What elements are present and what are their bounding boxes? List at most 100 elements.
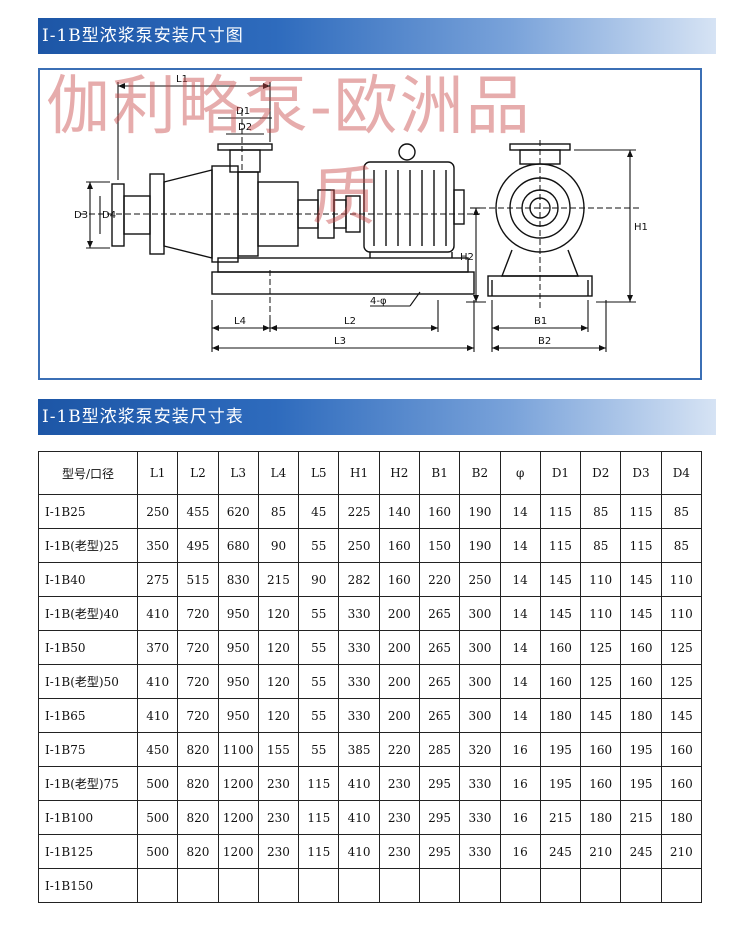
- value-cell: 145: [539, 562, 582, 597]
- value-cell: 110: [580, 596, 622, 631]
- value-cell: 330: [459, 766, 501, 801]
- value-cell: 720: [177, 664, 219, 699]
- model-cell: I-1B(老型)25: [38, 528, 138, 563]
- value-cell: 680: [217, 528, 259, 563]
- value-cell: 720: [177, 698, 219, 733]
- value-cell: 120: [257, 630, 300, 665]
- value-cell: 195: [539, 766, 582, 801]
- value-cell: 115: [539, 528, 582, 563]
- value-cell: 155: [257, 732, 300, 767]
- value-cell: 320: [459, 732, 501, 767]
- value-cell: 120: [257, 596, 300, 631]
- dim-label-b2: B2: [538, 336, 551, 347]
- value-cell: 215: [257, 562, 300, 597]
- value-cell: 45: [298, 494, 340, 529]
- value-cell: 820: [177, 800, 219, 835]
- value-cell: 16: [499, 800, 541, 835]
- value-cell: 215: [620, 800, 662, 835]
- value-cell: [136, 868, 179, 903]
- value-cell: 330: [338, 596, 380, 631]
- value-cell: 150: [418, 528, 461, 563]
- value-cell: 230: [257, 834, 300, 869]
- model-cell: I-1B40: [38, 562, 138, 597]
- value-cell: 200: [378, 630, 420, 665]
- value-cell: [620, 868, 662, 903]
- value-cell: 410: [338, 800, 380, 835]
- dim-label-d2: D2: [238, 122, 252, 133]
- value-cell: 14: [499, 630, 541, 665]
- value-cell: 14: [499, 562, 541, 597]
- value-cell: 265: [418, 698, 461, 733]
- value-cell: 495: [177, 528, 219, 563]
- value-cell: 90: [257, 528, 300, 563]
- value-cell: 300: [459, 664, 501, 699]
- value-cell: 265: [418, 630, 461, 665]
- value-cell: 330: [459, 800, 501, 835]
- value-cell: [257, 868, 300, 903]
- value-cell: 55: [298, 732, 340, 767]
- value-cell: 1200: [217, 834, 259, 869]
- pump-dimension-drawing: L1 D1 D2 D3 D4 H1 H2 L2 L3 L4 B1 B2 4-φ: [74, 74, 648, 352]
- value-cell: 14: [499, 664, 541, 699]
- value-cell: 410: [136, 596, 179, 631]
- value-cell: 230: [378, 834, 420, 869]
- value-cell: 330: [338, 664, 380, 699]
- value-cell: 55: [298, 596, 340, 631]
- model-cell: I-1B(老型)40: [38, 596, 138, 631]
- dim-label-bolt-holes: 4-φ: [370, 296, 387, 307]
- value-cell: 160: [418, 494, 461, 529]
- value-cell: 1200: [217, 766, 259, 801]
- column-header: L2: [177, 451, 219, 495]
- column-header: D4: [660, 451, 703, 495]
- drawing-section-title: I-1B型浓浆泵安装尺寸图: [38, 18, 716, 54]
- model-cell: I-1B25: [38, 494, 138, 529]
- value-cell: 145: [620, 596, 662, 631]
- value-cell: 950: [217, 664, 259, 699]
- value-cell: 14: [499, 494, 541, 529]
- value-cell: 125: [580, 630, 622, 665]
- column-header: D1: [539, 451, 582, 495]
- value-cell: [660, 868, 703, 903]
- value-cell: 195: [539, 732, 582, 767]
- value-cell: 195: [620, 766, 662, 801]
- value-cell: 282: [338, 562, 380, 597]
- dim-label-h1: H1: [634, 222, 648, 233]
- dim-label-l2: L2: [344, 316, 356, 327]
- value-cell: 160: [620, 664, 662, 699]
- value-cell: 230: [257, 766, 300, 801]
- value-cell: [177, 868, 219, 903]
- column-header: H2: [378, 451, 420, 495]
- value-cell: 295: [418, 766, 461, 801]
- model-cell: I-1B100: [38, 800, 138, 835]
- value-cell: 455: [177, 494, 219, 529]
- value-cell: 160: [539, 630, 582, 665]
- value-cell: 195: [620, 732, 662, 767]
- value-cell: 950: [217, 630, 259, 665]
- value-cell: 190: [459, 494, 501, 529]
- value-cell: 215: [539, 800, 582, 835]
- value-cell: 85: [257, 494, 300, 529]
- value-cell: 295: [418, 800, 461, 835]
- value-cell: 55: [298, 664, 340, 699]
- value-cell: 330: [338, 698, 380, 733]
- value-cell: 500: [136, 834, 179, 869]
- value-cell: 145: [580, 698, 622, 733]
- value-cell: 275: [136, 562, 179, 597]
- value-cell: 160: [660, 732, 703, 767]
- value-cell: 55: [298, 630, 340, 665]
- value-cell: 245: [620, 834, 662, 869]
- value-cell: 140: [378, 494, 420, 529]
- value-cell: 210: [580, 834, 622, 869]
- value-cell: 410: [136, 664, 179, 699]
- value-cell: 220: [378, 732, 420, 767]
- model-cell: I-1B125: [38, 834, 138, 869]
- value-cell: 210: [660, 834, 703, 869]
- value-cell: 14: [499, 596, 541, 631]
- column-header: B1: [418, 451, 461, 495]
- value-cell: 200: [378, 664, 420, 699]
